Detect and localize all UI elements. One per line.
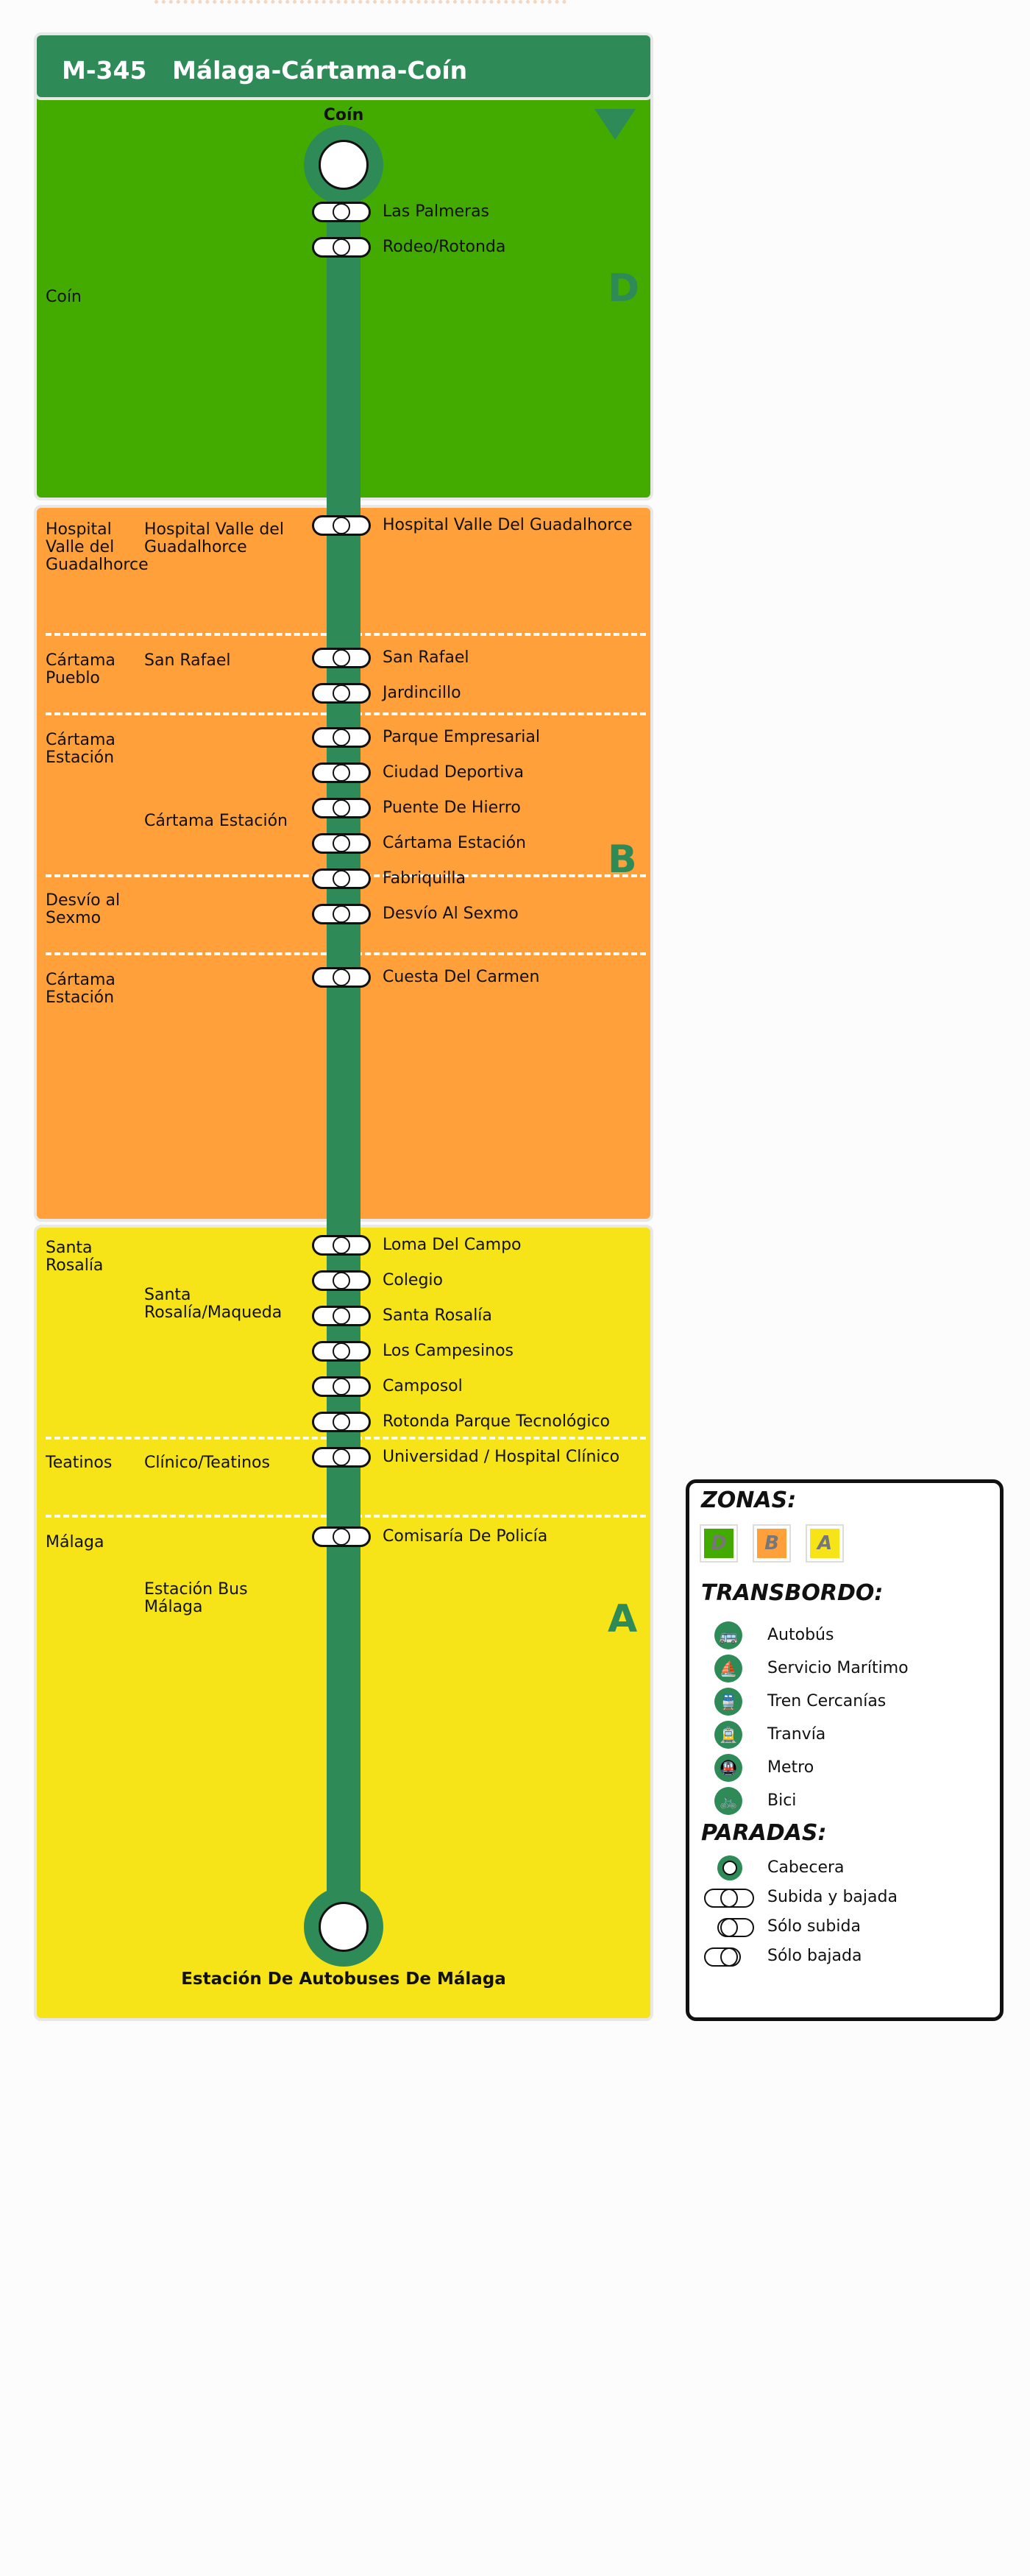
legend-stop-label: Subida y bajada bbox=[767, 1888, 898, 1906]
stop-name: Puente De Hierro bbox=[383, 799, 521, 817]
legend-zonas-title: ZONAS: bbox=[701, 1487, 797, 1513]
stop-name: Santa Rosalía bbox=[383, 1306, 492, 1325]
stop-marker bbox=[312, 1341, 371, 1362]
stop-marker bbox=[312, 1235, 371, 1256]
area-label: Estación Bus Málaga bbox=[144, 1580, 248, 1616]
zone-letter-d: D bbox=[608, 266, 640, 311]
area-label: Cártama Estación bbox=[144, 812, 288, 830]
zone-letter-b: B bbox=[608, 838, 637, 882]
legend-box: ZONAS: D B A TRANSBORDO: 🚌 Autobús ⛵ Ser… bbox=[686, 1479, 1004, 2021]
stop-name: Colegio bbox=[383, 1271, 444, 1289]
route-line bbox=[327, 162, 360, 1928]
stop-marker bbox=[312, 904, 371, 924]
stop-name: Hospital Valle Del Guadalhorce bbox=[383, 516, 633, 534]
area-label: San Rafael bbox=[144, 651, 231, 670]
locality-label: Cártama Pueblo bbox=[46, 651, 116, 687]
end-terminal-label: Estación De Autobuses De Málaga bbox=[181, 1970, 506, 1989]
alight-only-stop-icon bbox=[704, 1947, 741, 1967]
legend-transfer-label: Bici bbox=[767, 1791, 797, 1810]
stop-name: Fabriquilla bbox=[383, 869, 466, 888]
stop-marker bbox=[312, 762, 371, 783]
board-only-stop-icon bbox=[717, 1918, 754, 1937]
stop-marker bbox=[312, 967, 371, 988]
legend-transfer-label: Servicio Marítimo bbox=[767, 1659, 909, 1677]
stop-marker bbox=[312, 515, 371, 536]
stop-marker bbox=[312, 202, 371, 222]
zone-letter-a: A bbox=[608, 1597, 638, 1641]
area-label: Santa Rosalía/Maqueda bbox=[144, 1286, 283, 1322]
tram-icon: 🚊 bbox=[714, 1721, 742, 1749]
metro-icon: 🚇 bbox=[714, 1754, 742, 1782]
area-label: Clínico/Teatinos bbox=[144, 1454, 270, 1472]
locality-label: Desvío al Sexmo bbox=[46, 891, 121, 927]
route-title: Málaga-Cártama-Coín bbox=[172, 56, 468, 85]
legend-stop-label: Sólo bajada bbox=[767, 1947, 862, 1965]
stop-marker bbox=[312, 237, 371, 258]
legend-paradas-title: PARADAS: bbox=[701, 1820, 827, 1846]
bus-icon: 🚌 bbox=[714, 1621, 742, 1649]
area-label: Hospital Valle del Guadalhorce bbox=[144, 520, 284, 556]
stop-marker bbox=[312, 798, 371, 818]
legend-transfer-label: Autobús bbox=[767, 1626, 834, 1644]
legend-stop-label: Cabecera bbox=[767, 1858, 845, 1877]
stop-name: Jardincillo bbox=[383, 684, 461, 702]
stop-name: Rotonda Parque Tecnológico bbox=[383, 1412, 611, 1431]
locality-label: Hospital Valle del Guadalhorce bbox=[46, 520, 149, 574]
legend-zone-d-swatch: D bbox=[700, 1524, 738, 1563]
bike-icon: 🚲 bbox=[714, 1787, 742, 1815]
top-decoration bbox=[154, 0, 566, 8]
legend-stop-label: Sólo subida bbox=[767, 1917, 861, 1936]
locality-label: Málaga bbox=[46, 1533, 104, 1551]
boat-icon: ⛵ bbox=[714, 1655, 742, 1682]
train-icon: 🚆 bbox=[714, 1688, 742, 1716]
stop-name: Cuesta Del Carmen bbox=[383, 968, 540, 986]
stop-name: Los Campesinos bbox=[383, 1342, 514, 1360]
stop-marker bbox=[312, 1526, 371, 1547]
line-number: M-345 bbox=[62, 56, 147, 85]
locality-label: Cártama Estación bbox=[46, 971, 116, 1007]
stop-marker bbox=[312, 1270, 371, 1291]
end-terminal-marker bbox=[304, 1887, 383, 1967]
legend-zone-a-swatch: A bbox=[806, 1524, 844, 1563]
stop-marker bbox=[312, 648, 371, 668]
stop-name: Loma Del Campo bbox=[383, 1236, 522, 1254]
legend-transfer-label: Tren Cercanías bbox=[767, 1692, 887, 1710]
locality-label: Cártama Estación bbox=[46, 731, 116, 767]
start-terminal-marker bbox=[304, 125, 383, 205]
stop-name: Desvío Al Sexmo bbox=[383, 905, 519, 923]
start-terminal-label: Coín bbox=[323, 106, 364, 124]
terminal-stop-icon bbox=[717, 1855, 742, 1880]
stop-marker bbox=[312, 1306, 371, 1326]
stop-name: Rodeo/Rotonda bbox=[383, 238, 506, 256]
stop-marker bbox=[312, 833, 371, 854]
stop-name: San Rafael bbox=[383, 648, 469, 667]
stop-name: Las Palmeras bbox=[383, 202, 490, 221]
stop-marker bbox=[312, 1447, 371, 1468]
legend-transfer-label: Tranvía bbox=[767, 1725, 826, 1744]
stop-name: Comisaría De Policía bbox=[383, 1527, 548, 1546]
triangle-down-icon bbox=[594, 109, 636, 140]
legend-transbordo-title: TRANSBORDO: bbox=[701, 1580, 884, 1606]
locality-label: Teatinos bbox=[46, 1454, 113, 1472]
stop-marker bbox=[312, 727, 371, 748]
legend-transfer-label: Metro bbox=[767, 1758, 814, 1777]
legend-zone-b-swatch: B bbox=[753, 1524, 791, 1563]
stop-name: Cártama Estación bbox=[383, 834, 526, 852]
stop-marker bbox=[312, 1376, 371, 1397]
route-header: M-345 Málaga-Cártama-Coín bbox=[34, 32, 653, 100]
locality-label: Coín bbox=[46, 288, 82, 306]
stop-name: Ciudad Deportiva bbox=[383, 763, 525, 782]
stop-marker bbox=[312, 868, 371, 889]
stop-name: Parque Empresarial bbox=[383, 728, 540, 746]
stop-marker bbox=[312, 683, 371, 704]
both-stop-icon bbox=[704, 1889, 754, 1908]
stop-marker bbox=[312, 1412, 371, 1432]
stop-name: Camposol bbox=[383, 1377, 463, 1395]
stop-name: Universidad / Hospital Clínico bbox=[383, 1448, 620, 1466]
locality-label: Santa Rosalía bbox=[46, 1239, 104, 1275]
